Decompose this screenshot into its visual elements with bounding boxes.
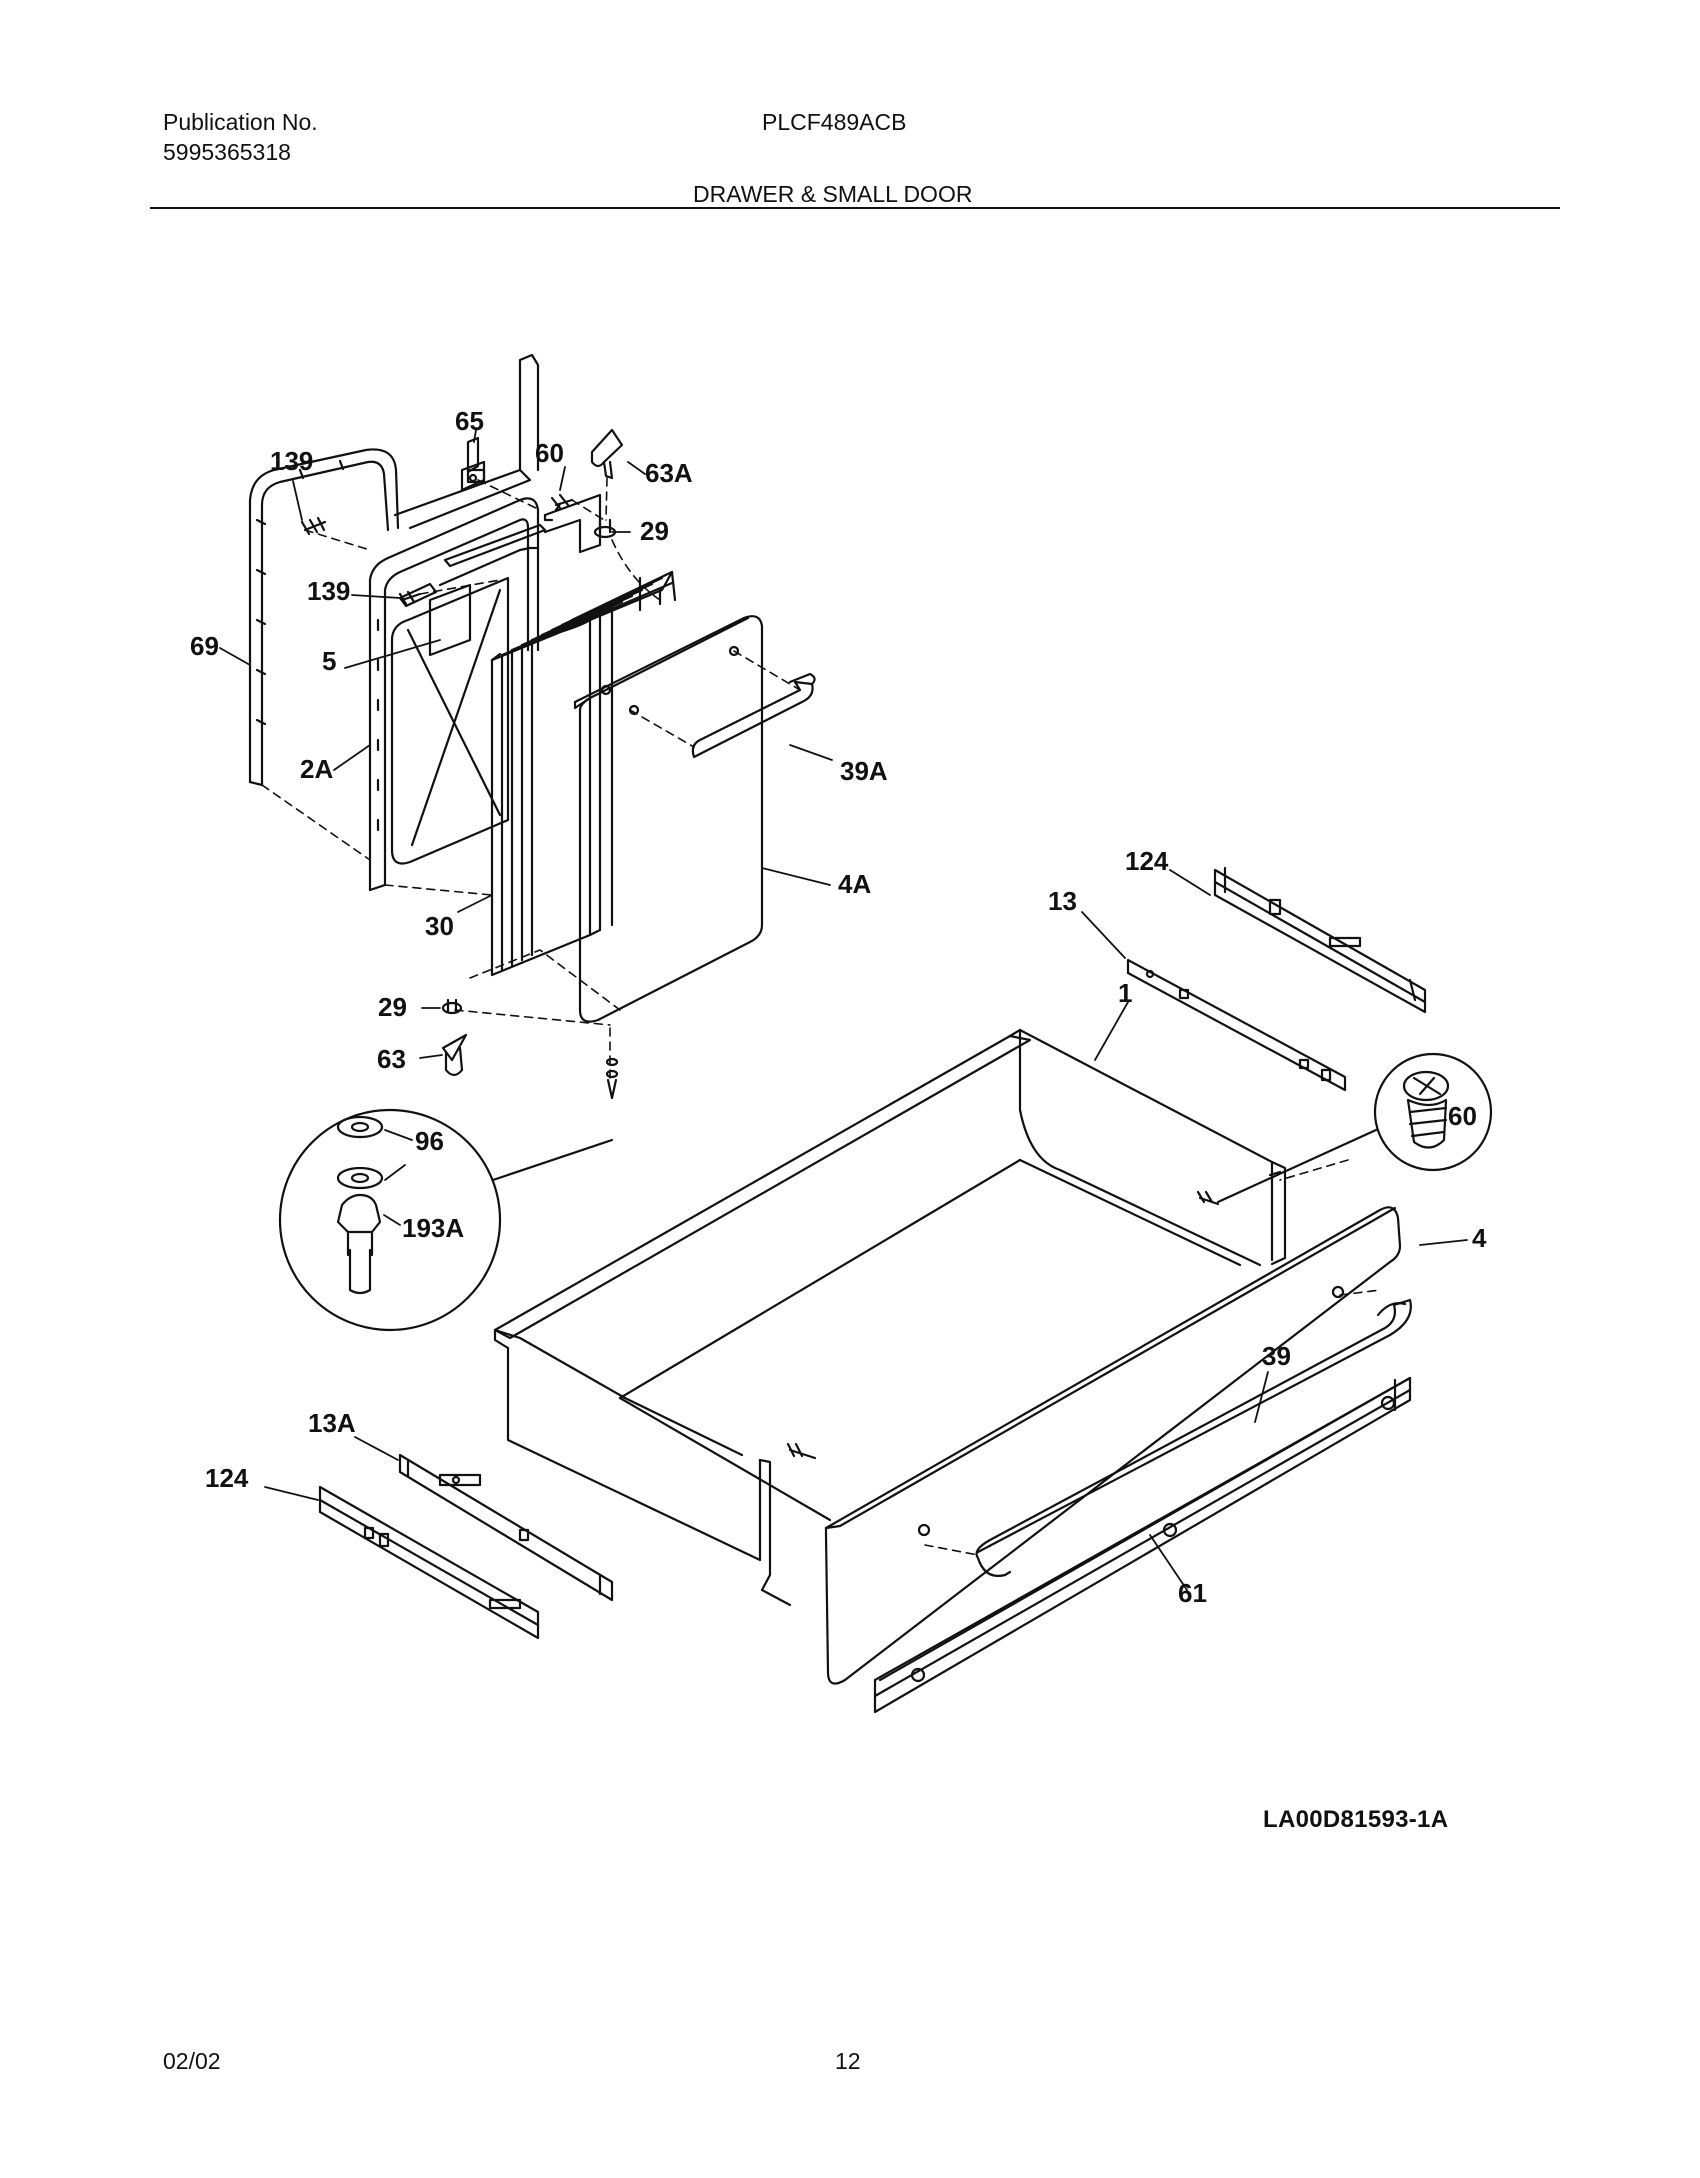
diagram-reference-id: LA00D81593-1A [1263, 1806, 1449, 1833]
callout-124-left: 124 [205, 1463, 249, 1493]
header-rule [150, 207, 1560, 209]
callout-13a: 13A [308, 1408, 356, 1438]
callout-39a: 39A [840, 756, 888, 786]
screw-drawer-left [786, 1442, 817, 1460]
publication-number: 5995365318 [163, 139, 291, 165]
callout-4: 4 [1472, 1223, 1487, 1253]
callout-193a: 193A [402, 1213, 464, 1243]
screw-139-lower [398, 590, 422, 606]
hinge-pin-bottom [441, 1033, 468, 1077]
callout-61: 61 [1178, 1578, 1207, 1608]
model-number: PLCF489ACB [762, 109, 907, 135]
drawer-rail [873, 1376, 1412, 1714]
footer-page-number: 12 [835, 2048, 861, 2074]
detail-magnifier [278, 1108, 614, 1332]
slide-124-left [318, 1485, 540, 1640]
screw-139-upper [300, 516, 327, 536]
callout-139-top: 139 [270, 446, 313, 476]
callout-13: 13 [1048, 886, 1077, 916]
inner-door-frame [368, 497, 540, 892]
callout-63a: 63A [645, 458, 693, 488]
callout-5: 5 [322, 646, 336, 676]
drawer-handle [975, 1298, 1412, 1577]
footer-date: 02/02 [163, 2048, 221, 2074]
callout-96: 96 [415, 1126, 444, 1156]
publication-label: Publication No. [163, 109, 318, 135]
door-insulation [490, 570, 677, 977]
callout-63: 63 [377, 1044, 406, 1074]
outer-door-panel [573, 615, 764, 1023]
slide-13-right [1126, 958, 1347, 1092]
callout-1: 1 [1118, 978, 1132, 1008]
callout-60-top: 60 [535, 438, 564, 468]
hinge-clip [460, 436, 486, 492]
callout-65: 65 [455, 406, 484, 436]
door-bracket [428, 523, 547, 657]
drawer-front-panel [824, 1206, 1402, 1685]
pin-stack [605, 1057, 619, 1100]
screw-magnifier [1216, 1052, 1493, 1204]
washer-29-top [593, 518, 617, 539]
screw-drawer-right [1196, 1190, 1220, 1206]
slide-124-right [1213, 866, 1427, 1014]
section-title: DRAWER & SMALL DOOR [693, 181, 973, 207]
callout-2a: 2A [300, 754, 333, 784]
callout-69: 69 [190, 631, 219, 661]
callout-124-right: 124 [1125, 846, 1169, 876]
door-gasket [248, 448, 400, 787]
washer-29-bottom [441, 998, 463, 1015]
hinge-bracket [393, 353, 602, 554]
door-handle [691, 680, 814, 759]
callout-4a: 4A [838, 869, 871, 899]
screw-60-top [550, 493, 574, 512]
callout-139-mid: 139 [307, 576, 350, 606]
hinge-pin-top [590, 428, 624, 480]
callout-29-bottom: 29 [378, 992, 407, 1022]
callout-39: 39 [1262, 1341, 1291, 1371]
callout-60-detail: 60 [1448, 1101, 1477, 1131]
callout-30: 30 [425, 911, 454, 941]
drawer-body [493, 1028, 1287, 1607]
slide-13a-left [398, 1453, 614, 1602]
callout-29-top: 29 [640, 516, 669, 546]
